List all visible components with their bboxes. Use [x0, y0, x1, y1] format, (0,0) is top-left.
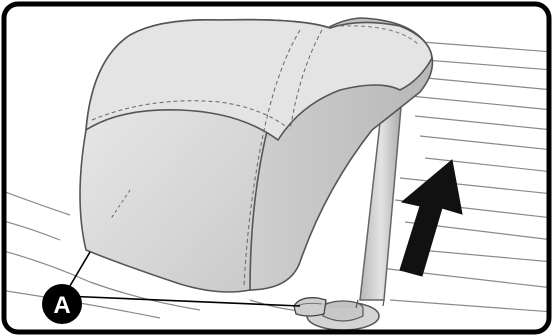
lock-button [294, 298, 326, 316]
up-arrow-icon [400, 160, 462, 276]
scene [0, 18, 553, 330]
callout-label: A [53, 292, 70, 319]
callout-badge-icon: A [42, 284, 82, 324]
